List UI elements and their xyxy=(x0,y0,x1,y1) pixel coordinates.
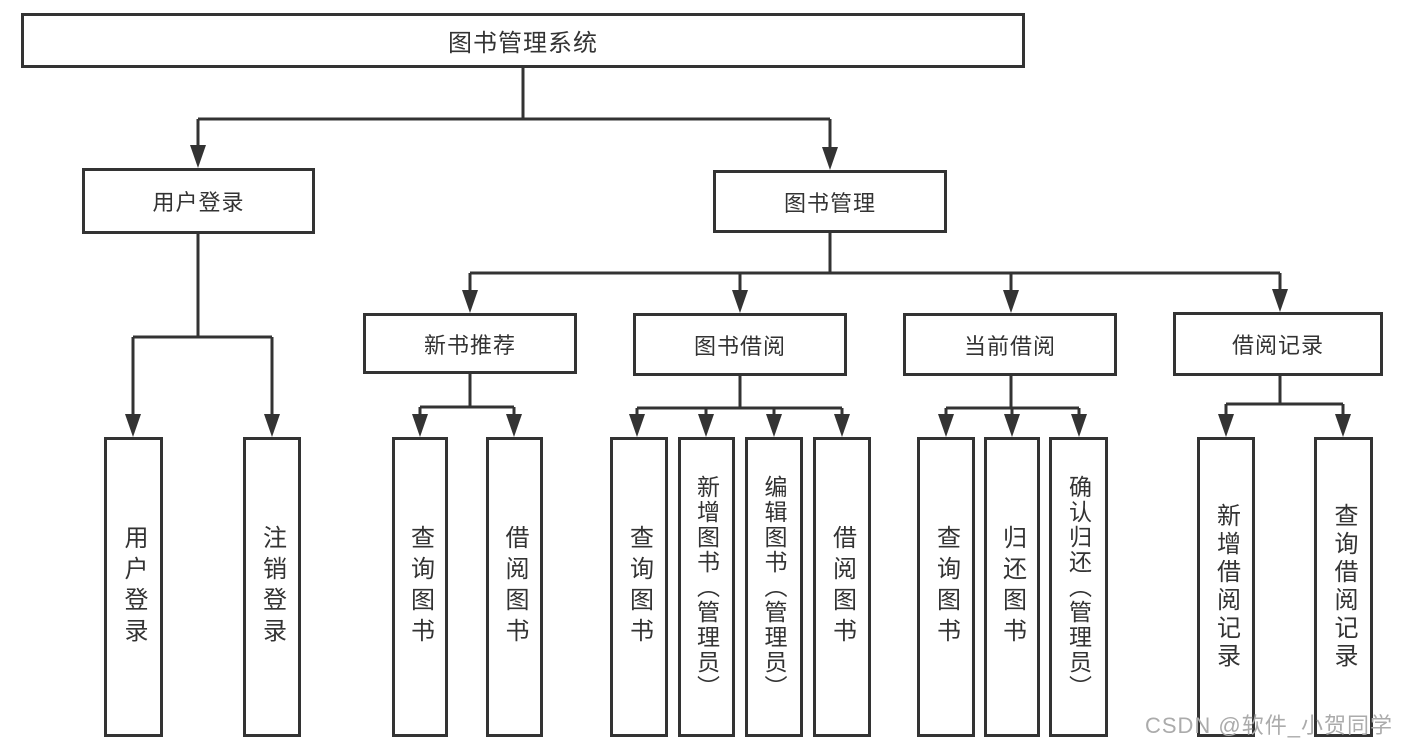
arrowhead-icon xyxy=(822,147,838,170)
leaf-logout: 注销登录 xyxy=(243,437,301,737)
leaf-confirm-return-admin: 确认归还（管理员） xyxy=(1049,437,1108,737)
arrowhead-icon xyxy=(698,414,714,437)
leaf-query-books-2: 查询图书 xyxy=(610,437,668,737)
node-library-system-label: 图书管理系统 xyxy=(448,30,598,57)
node-library-system: 图书管理系统 xyxy=(21,13,1025,68)
node-book-management: 图书管理 xyxy=(713,170,947,233)
arrowhead-icon xyxy=(1004,414,1020,437)
arrowhead-icon xyxy=(1335,414,1351,437)
leaf-query-books-2-label: 查询图书 xyxy=(625,525,653,649)
leaf-query-books-1-label: 查询图书 xyxy=(406,525,434,649)
arrowhead-icon xyxy=(190,145,206,168)
arrowhead-icon xyxy=(938,414,954,437)
node-book-borrowing-label: 图书借阅 xyxy=(693,333,786,359)
arrowhead-icon xyxy=(1071,414,1087,437)
arrowhead-icon xyxy=(732,290,748,313)
leaf-add-book-admin: 新增图书（管理员） xyxy=(678,437,735,737)
node-user-login: 用户登录 xyxy=(82,168,315,234)
watermark: CSDN @软件_小贺同学 xyxy=(1144,713,1393,738)
node-user-login-label: 用户登录 xyxy=(152,190,245,215)
arrowhead-icon xyxy=(1272,289,1288,312)
arrowhead-icon xyxy=(264,414,280,437)
leaf-add-book-admin-label: 新增图书（管理员） xyxy=(693,474,720,700)
arrowhead-icon xyxy=(629,414,645,437)
leaf-borrow-books-1: 借阅图书 xyxy=(486,437,543,737)
arrowhead-icon xyxy=(412,414,428,437)
node-current-borrowing: 当前借阅 xyxy=(903,313,1117,376)
leaf-borrow-books-1-label: 借阅图书 xyxy=(501,525,528,649)
leaf-return-book-label: 归还图书 xyxy=(998,525,1026,649)
leaf-confirm-return-admin-label: 确认归还（管理员） xyxy=(1065,474,1092,700)
leaf-add-borrow-record-label: 新增借阅记录 xyxy=(1212,503,1240,671)
leaf-return-book: 归还图书 xyxy=(984,437,1040,737)
arrowhead-icon xyxy=(1003,290,1019,313)
arrowhead-icon xyxy=(1218,414,1234,437)
node-book-management-label: 图书管理 xyxy=(783,190,876,216)
leaf-query-books-3: 查询图书 xyxy=(917,437,975,737)
arrowhead-icon xyxy=(462,290,478,313)
arrowhead-icon xyxy=(766,414,782,437)
leaf-query-books-3-label: 查询图书 xyxy=(932,525,960,649)
node-current-borrowing-label: 当前借阅 xyxy=(963,333,1056,359)
leaf-edit-book-admin-label: 编辑图书（管理员） xyxy=(761,474,787,700)
leaf-query-books-1: 查询图书 xyxy=(392,437,448,737)
leaf-add-borrow-record: 新增借阅记录 xyxy=(1197,437,1255,737)
node-borrow-records-label: 借阅记录 xyxy=(1231,333,1324,358)
node-new-book-recommend: 新书推荐 xyxy=(363,313,577,374)
node-borrow-records: 借阅记录 xyxy=(1173,312,1383,376)
leaf-user-login-label: 用户登录 xyxy=(120,525,147,649)
node-book-borrowing: 图书借阅 xyxy=(633,313,847,376)
leaf-logout-label: 注销登录 xyxy=(258,525,286,649)
connector-path xyxy=(131,68,1345,433)
leaf-edit-book-admin: 编辑图书（管理员） xyxy=(745,437,803,737)
leaf-user-login: 用户登录 xyxy=(104,437,163,737)
leaf-borrow-books-2-label: 借阅图书 xyxy=(828,525,856,649)
leaf-query-borrow-record: 查询借阅记录 xyxy=(1314,437,1373,737)
arrowhead-icon xyxy=(834,414,850,437)
node-new-book-recommend-label: 新书推荐 xyxy=(423,332,516,358)
arrowhead-icon xyxy=(506,414,522,437)
leaf-query-borrow-record-label: 查询借阅记录 xyxy=(1330,503,1357,671)
leaf-borrow-books-2: 借阅图书 xyxy=(813,437,871,737)
arrowhead-icon xyxy=(125,414,141,437)
